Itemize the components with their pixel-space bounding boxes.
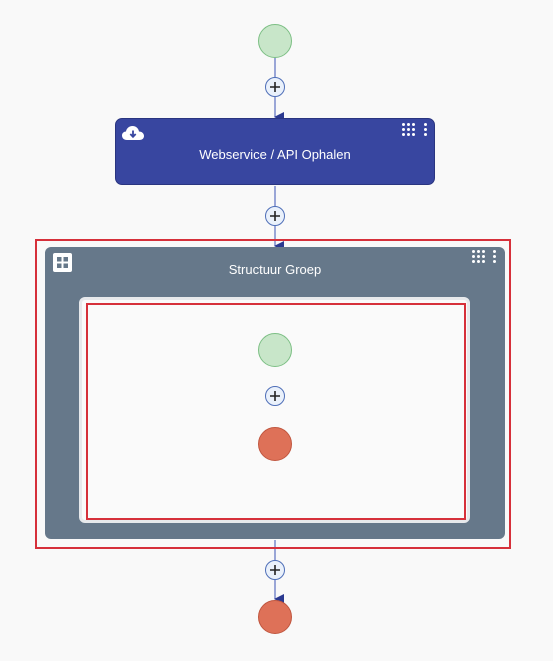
structure-group-label: Structuur Groep: [228, 262, 322, 277]
webservice-node-label: Webservice / API Ophalen: [199, 147, 351, 162]
cloud-download-icon: [122, 126, 144, 140]
plus-icon: [270, 82, 280, 92]
plus-icon: [270, 211, 280, 221]
add-step-button[interactable]: [265, 77, 285, 97]
group-body-selection-outline: [86, 303, 466, 520]
grid-icon: [53, 253, 72, 272]
end-node[interactable]: [258, 600, 292, 634]
more-options-icon[interactable]: [491, 250, 498, 263]
drag-handle-icon[interactable]: [472, 250, 485, 263]
add-step-button[interactable]: [265, 206, 285, 226]
more-options-icon[interactable]: [422, 123, 429, 136]
drag-handle-icon[interactable]: [402, 123, 415, 136]
start-node[interactable]: [258, 24, 292, 58]
plus-icon: [270, 565, 280, 575]
add-step-button[interactable]: [265, 560, 285, 580]
add-inner-step-button[interactable]: [265, 386, 285, 406]
group-selection-outline: [35, 239, 511, 549]
inner-start-node[interactable]: [258, 333, 292, 367]
plus-icon: [270, 391, 280, 401]
inner-end-node[interactable]: [258, 427, 292, 461]
webservice-node[interactable]: Webservice / API Ophalen: [115, 118, 435, 185]
